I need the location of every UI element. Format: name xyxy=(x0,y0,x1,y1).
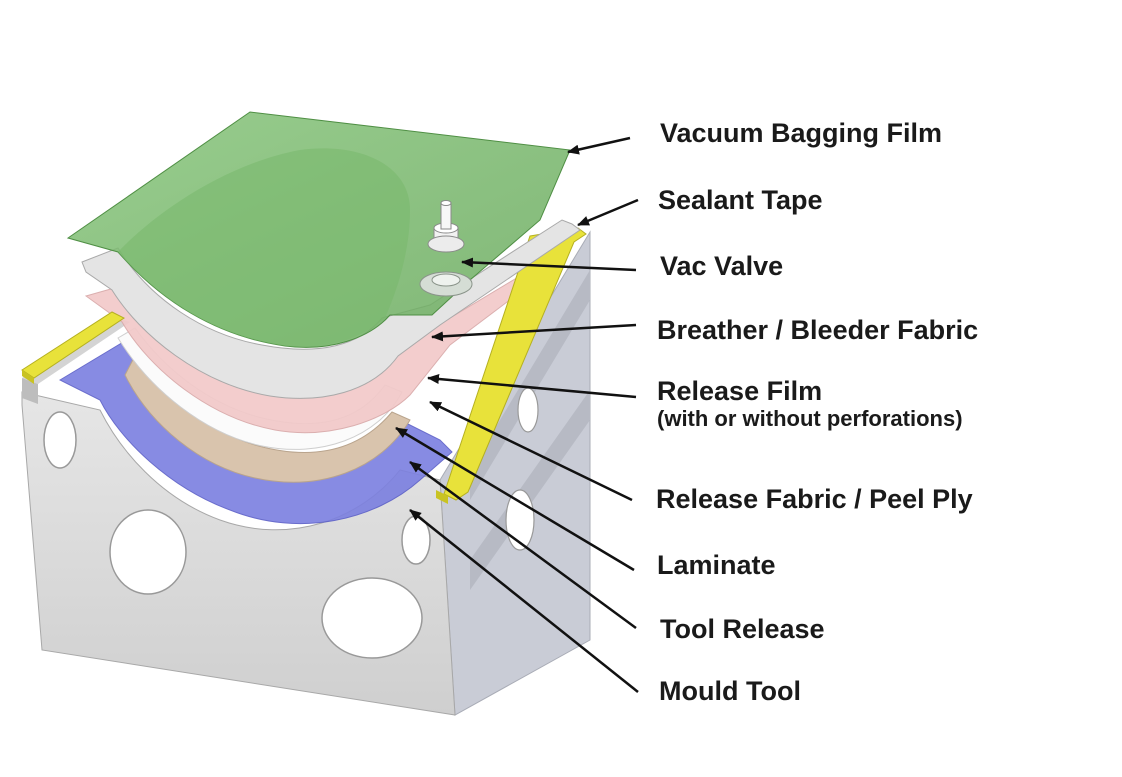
label-release-film-title: Release Film xyxy=(657,376,823,406)
arrow-breather-fabric xyxy=(431,323,637,342)
label-vacuum-bagging-film: Vacuum Bagging Film xyxy=(660,118,943,148)
arrow-release-film xyxy=(427,374,637,399)
label-laminate: Laminate xyxy=(657,550,776,580)
arrow-mould-tool xyxy=(409,509,639,693)
breather-fabric-layer xyxy=(81,219,581,399)
arrow-laminate xyxy=(395,426,635,572)
label-sealant-tape: Sealant Tape xyxy=(658,185,823,215)
label-release-film-note: (with or without perforations) xyxy=(657,406,963,431)
mould-tool xyxy=(21,230,591,716)
label-vac-valve: Vac Valve xyxy=(660,251,784,281)
arrow-vacuum-bagging-film xyxy=(567,136,631,155)
label-release-fabric-peel-ply: Release Fabric / Peel Ply xyxy=(656,484,973,514)
leader-arrows xyxy=(395,136,639,693)
label-release-film: Release Film (with or without perforatio… xyxy=(657,376,963,432)
vac-valve xyxy=(419,200,473,297)
arrow-vac-valve xyxy=(461,257,637,272)
arrow-peel-ply xyxy=(429,400,633,502)
label-breather-bleeder-fabric: Breather / Bleeder Fabric xyxy=(657,315,979,345)
arrow-sealant-tape xyxy=(577,198,639,227)
label-tool-release: Tool Release xyxy=(660,614,825,644)
label-mould-tool: Mould Tool xyxy=(659,676,801,706)
arrow-tool-release xyxy=(409,460,637,630)
